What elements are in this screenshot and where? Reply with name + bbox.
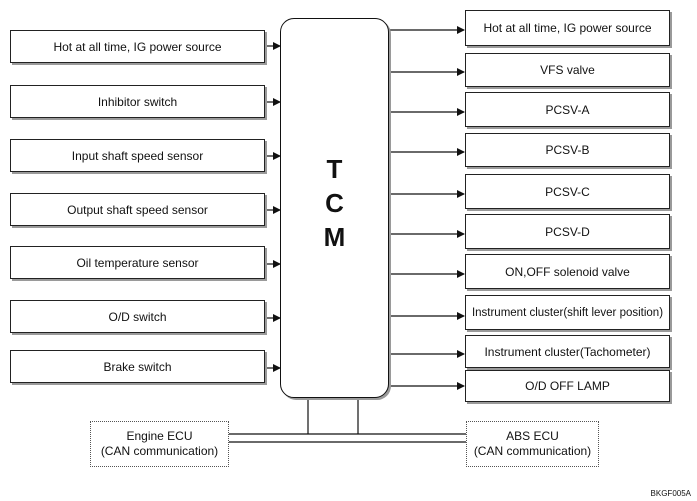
input-box-oil-temp-sensor: Oil temperature sensor	[10, 246, 265, 279]
output-box-vfs-valve: VFS valve	[465, 53, 670, 87]
input-label: Brake switch	[103, 359, 172, 374]
input-box-brake-switch: Brake switch	[10, 350, 265, 383]
output-label: ON,OFF solenoid valve	[505, 264, 630, 279]
output-box-on-off-solenoid: ON,OFF solenoid valve	[465, 254, 670, 289]
engine-ecu-label: Engine ECU	[126, 429, 193, 443]
output-box-power-source: Hot at all time, IG power source	[465, 10, 670, 46]
input-label: Oil temperature sensor	[76, 255, 199, 270]
output-label: Instrument cluster(shift lever position)	[471, 306, 664, 319]
tcm-letter: T	[326, 154, 343, 184]
output-box-od-off-lamp: O/D OFF LAMP	[465, 370, 670, 402]
figure-code: BKGF005A	[650, 489, 691, 498]
output-box-pcsv-a: PCSV-A	[465, 92, 670, 127]
output-label: O/D OFF LAMP	[525, 379, 610, 393]
tcm-letter: C	[325, 188, 344, 218]
output-box-cluster-tachometer: Instrument cluster(Tachometer)	[465, 335, 670, 368]
input-box-power-source: Hot at all time, IG power source	[10, 30, 265, 63]
input-box-od-switch: O/D switch	[10, 300, 265, 333]
output-label: PCSV-B	[545, 143, 590, 157]
input-box-inhibitor-switch: Inhibitor switch	[10, 85, 265, 118]
input-box-input-shaft-sensor: Input shaft speed sensor	[10, 139, 265, 172]
output-label: PCSV-C	[545, 184, 590, 199]
abs-ecu-sublabel: (CAN communication)	[473, 444, 592, 458]
output-box-pcsv-d: PCSV-D	[465, 214, 670, 249]
tcm-letter: M	[323, 222, 346, 252]
output-label: Instrument cluster(Tachometer)	[484, 344, 651, 359]
engine-ecu-box: Engine ECU (CAN communication)	[90, 421, 229, 467]
output-label: VFS valve	[540, 63, 595, 77]
input-label: Hot at all time, IG power source	[53, 39, 222, 54]
abs-ecu-box: ABS ECU (CAN communication)	[466, 421, 599, 467]
output-label: Hot at all time, IG power source	[483, 21, 652, 35]
tcm-block: T C M	[280, 18, 389, 398]
input-label: Input shaft speed sensor	[71, 148, 204, 163]
output-box-cluster-shift-lever: Instrument cluster(shift lever position)	[465, 295, 670, 330]
abs-ecu-label: ABS ECU	[506, 429, 559, 443]
input-label: O/D switch	[108, 309, 167, 324]
output-label: PCSV-A	[545, 102, 590, 117]
output-box-pcsv-b: PCSV-B	[465, 133, 670, 167]
input-label: Output shaft speed sensor	[67, 202, 208, 217]
output-box-pcsv-c: PCSV-C	[465, 174, 670, 209]
input-box-output-shaft-sensor: Output shaft speed sensor	[10, 193, 265, 226]
output-label: PCSV-D	[545, 224, 590, 239]
input-label: Inhibitor switch	[97, 94, 178, 109]
engine-ecu-sublabel: (CAN communication)	[100, 444, 219, 458]
